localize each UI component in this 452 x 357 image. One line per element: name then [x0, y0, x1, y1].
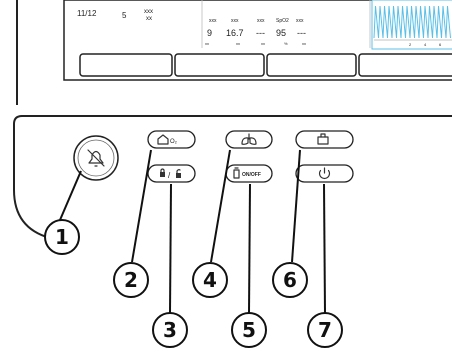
param-unit: %	[284, 41, 288, 46]
param-unit: xx	[236, 41, 240, 46]
row-value: 5	[122, 11, 127, 20]
leader-line	[291, 149, 301, 263]
waveform-tick: 4	[424, 42, 427, 47]
callout-number: 2	[124, 268, 138, 292]
leader-line	[169, 183, 172, 314]
home-o2-label: O₂	[170, 139, 178, 145]
lock-separator: /	[168, 171, 171, 180]
param-head: xxx	[296, 18, 304, 24]
param-value: ---	[297, 28, 306, 38]
print-screen-button[interactable]	[295, 130, 354, 149]
device-housing	[13, 0, 452, 239]
callout-2: 2	[113, 262, 149, 298]
screen-softkey[interactable]	[358, 53, 452, 77]
screen-softkey[interactable]	[266, 53, 357, 77]
print-screen-icon	[317, 133, 329, 145]
power-button[interactable]	[295, 164, 354, 183]
callout-number: 4	[203, 268, 217, 292]
nebulizer-button[interactable]: ON/OFF	[225, 164, 273, 183]
waveform-tick: 2	[409, 42, 412, 47]
alarm-silence-icon	[87, 149, 105, 167]
waveform-trace	[373, 5, 451, 39]
callout-leaders	[59, 149, 326, 314]
param-value: 16.7	[226, 28, 244, 38]
leader-line	[131, 149, 152, 263]
callout-6: 6	[272, 262, 308, 298]
callout-3: 3	[152, 312, 188, 348]
screen-lock-button[interactable]: /	[147, 164, 196, 183]
param-unit: xx	[261, 41, 265, 46]
home-o2-button[interactable]: O₂	[147, 130, 196, 149]
callout-7: 7	[307, 312, 343, 348]
param-head: xxx	[209, 18, 217, 24]
callout-5: 5	[231, 312, 267, 348]
power-icon	[318, 167, 331, 180]
callout-1: 1	[44, 219, 80, 255]
leader-line	[323, 183, 326, 314]
leader-line	[59, 170, 82, 221]
screen-softkey[interactable]	[174, 53, 265, 77]
param-value: 95	[276, 28, 286, 38]
nebulizer-icon	[233, 167, 240, 179]
param-unit: xx	[302, 41, 306, 46]
param-unit: xx	[205, 41, 209, 46]
row-label: 11/12	[77, 9, 97, 18]
alarm-silence-button[interactable]	[73, 135, 119, 181]
lungs-icon	[241, 133, 257, 145]
param-value: ---	[256, 28, 265, 38]
row-unit-1: xxx	[144, 9, 153, 15]
row-unit-2: xx	[146, 16, 152, 22]
callout-number: 7	[318, 318, 332, 342]
param-head: xxx	[257, 18, 265, 24]
nebulizer-label: ON/OFF	[242, 172, 261, 178]
callout-number: 3	[163, 318, 177, 342]
param-value: 9	[207, 28, 212, 38]
callout-number: 6	[283, 268, 297, 292]
display-screen: 11/12 5 xxx xx xxx 9 xx xxx 16.7 xx xxx …	[63, 0, 452, 81]
callout-number: 1	[55, 225, 69, 249]
callout-4: 4	[192, 262, 228, 298]
leader-line	[210, 149, 231, 263]
waveform-tick: 6	[439, 42, 442, 47]
callout-number: 5	[242, 318, 256, 342]
param-head: SpO2	[276, 18, 289, 24]
manual-breath-button[interactable]	[225, 130, 273, 149]
home-icon	[157, 134, 169, 145]
leader-line	[248, 183, 251, 314]
screen-softkey[interactable]	[79, 53, 173, 77]
lock-unlock-icon	[160, 168, 181, 178]
waveform-panel: 2 4 6	[371, 0, 452, 50]
param-head: xxx	[231, 18, 239, 24]
